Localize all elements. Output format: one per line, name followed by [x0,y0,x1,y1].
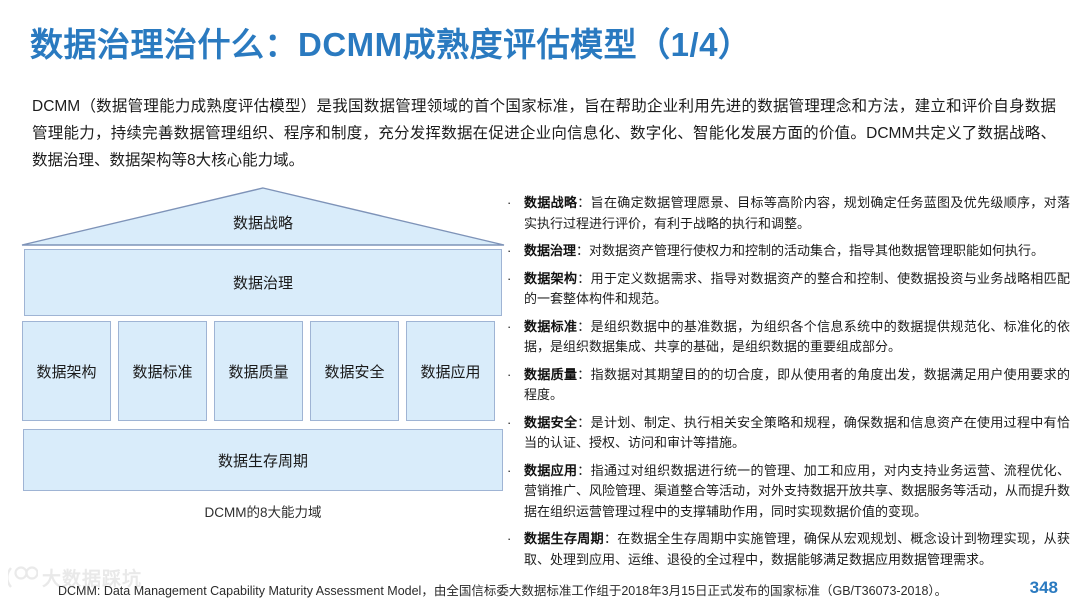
bullet-dot-icon: · [507,462,512,478]
definition-description: 在数据全生存周期中实施管理，确保从宏观规划、概念设计到物理实现，从获取、处理到应… [524,531,1070,567]
intro-paragraph: DCMM（数据管理能力成熟度评估模型）是我国数据管理领域的首个国家标准，旨在帮助… [32,98,1056,169]
definition-item: · 数据战略：旨在确定数据管理愿景、目标等高阶内容，规划确定任务蓝图及优先级顺序，… [498,193,1070,234]
bullet-dot-icon: · [507,270,512,286]
definition-item: · 数据质量：指数据对其期望目的的切合度，即从使用者的角度出发，数据满足用户使用要… [498,365,1070,406]
definition-description: 指数据对其期望目的的切合度，即从使用者的角度出发，数据满足用户使用要求的程度。 [524,366,1070,403]
definition-separator: ： [577,318,591,334]
definition-term: 数据应用 [524,462,578,478]
diagram-pillar-data-quality: 数据质量 [214,321,303,421]
definition-item: · 数据安全：是计划、制定、执行相关安全策略和规程，确保数据和信息资产在使用过程中… [498,413,1070,454]
definition-separator: ： [577,414,591,430]
diagram-layer-governance: 数据治理 [24,249,502,316]
diagram-layer-lifecycle: 数据生存周期 [23,429,503,491]
bullet-dot-icon: · [507,366,512,382]
definition-description: 对数据资产管理行使权力和控制的活动集合，指导其他数据管理职能如何执行。 [589,243,1045,258]
definition-description: 是计划、制定、执行相关安全策略和规程，确保数据和信息资产在使用过程中有恰当的认证… [524,414,1070,451]
definition-separator: ： [577,462,591,478]
diagram-pillar-data-application: 数据应用 [406,321,495,421]
capability-definition-list: ·数据战略：旨在确定数据管理愿景、目标等高阶内容，规划确定任务蓝图及优先级顺序，… [498,193,1070,577]
diagram-roof: 数据战略 [20,186,506,248]
watermark-logo-icon [8,566,38,588]
definition-description: 旨在确定数据管理愿景、目标等高阶内容，规划确定任务蓝图及优先级顺序，对落实执行过… [524,195,1070,231]
definition-item: · 数据应用：指通过对组织数据进行统一的管理、加工和应用，对内支持业务运营、流程优… [498,461,1070,523]
bullet-dot-icon: · [507,531,512,546]
diagram-pillar-data-standard: 数据标准 [118,321,207,421]
definition-term: 数据安全 [524,414,578,430]
footer-note: DCMM: Data Management Capability Maturit… [58,584,948,598]
diagram-pillar-data-security: 数据安全 [310,321,399,421]
diagram-caption: DCMM的8大能力域 [204,505,322,520]
definition-term: 数据标准 [524,318,578,334]
definition-description: 是组织数据中的基准数据，为组织各个信息系统中的数据提供规范化、标准化的依据，是组… [524,318,1070,355]
diagram-roof-label: 数据战略 [232,215,293,232]
definition-separator: ： [603,531,618,546]
page-number: 348 [1029,578,1058,597]
definition-term: 数据战略 [524,195,578,210]
definition-item: · 数据治理：对数据资产管理行使权力和控制的活动集合，指导其他数据管理职能如何执行… [498,241,1070,262]
definition-separator: ： [577,195,591,210]
definition-item: · 数据标准：是组织数据中的基准数据，为组织各个信息系统中的数据提供规范化、标准化… [498,317,1070,358]
roof-triangle-icon [21,187,505,246]
page-title: 数据治理治什么：DCMM成熟度评估模型（1/4） [30,26,752,63]
definition-item: · 数据生存周期：在数据全生存周期中实施管理，确保从宏观规划、概念设计到物理实现，… [498,529,1070,570]
definition-separator: ： [577,270,591,286]
bullet-dot-icon: · [507,195,512,210]
definition-description: 指通过对组织数据进行统一的管理、加工和应用，对内支持业务运营、流程优化、营销推广… [524,462,1071,519]
definition-term: 数据架构 [524,270,578,286]
bullet-dot-icon: · [507,318,512,334]
definition-description: 用于定义数据需求、指导对数据资产的整合和控制、使数据投资与业务战略相匹配的一套整… [524,270,1070,307]
diagram-pillar-data-architecture: 数据架构 [22,321,111,421]
definition-separator: ： [576,243,590,258]
definition-term: 数据质量 [524,366,578,382]
bullet-dot-icon: · [507,243,512,258]
definition-term: 数据生存周期 [524,531,604,546]
definition-term: 数据治理 [524,243,577,258]
bullet-dot-icon: · [507,414,512,430]
dcmm-capability-diagram: 数据战略 数据治理 数据架构 数据标准 数据质量 数据安全 数据应用 数据生存周… [20,186,506,536]
definition-item: · 数据架构：用于定义数据需求、指导对数据资产的整合和控制、使数据投资与业务战略相… [498,269,1070,310]
definition-separator: ： [577,366,591,382]
